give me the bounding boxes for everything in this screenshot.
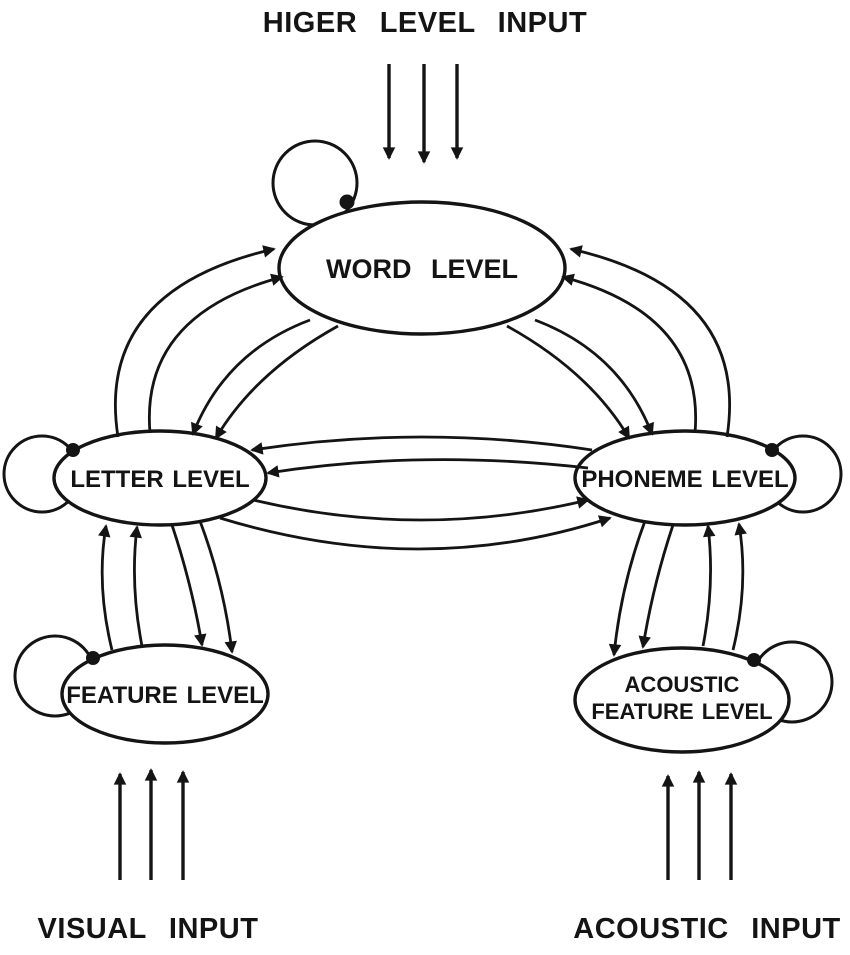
phoneme-loop-dot <box>765 443 779 457</box>
acoustic-feature-level-node <box>573 646 791 754</box>
edge-letter-to-phoneme-2 <box>219 515 612 551</box>
word-loop-dot <box>339 194 355 210</box>
acoustic-feature-loop-dot <box>747 653 761 667</box>
edge-phoneme-to-acoustic-1 <box>638 524 675 649</box>
higher-level-input-label: HIGER LEVEL INPUT <box>263 7 587 39</box>
acoustic-feature-level-label-line2: FEATURE LEVEL <box>591 699 772 724</box>
edge-letter-to-feature-2 <box>198 520 237 654</box>
edge-phoneme-to-letter-1 <box>250 435 593 455</box>
edge-feature-to-letter-2 <box>129 525 144 647</box>
letter-loop-dot <box>66 443 80 457</box>
letter-level-node <box>52 429 268 527</box>
word-level-node <box>277 200 567 336</box>
edge-feature-to-letter-1 <box>98 524 114 651</box>
edge-word-to-letter-1 <box>191 318 311 436</box>
feature-level-node <box>60 643 270 745</box>
edge-word-to-phoneme-2 <box>506 324 631 440</box>
edge-letter-to-phoneme-1 <box>252 496 590 522</box>
edge-letter-to-word-1 <box>113 245 276 438</box>
phoneme-level-node <box>573 429 797 527</box>
edge-acoustic-to-phoneme-1 <box>731 522 747 651</box>
letter-level-label: LETTER LEVEL <box>70 466 249 493</box>
phoneme-level-label: PHONEME LEVEL <box>581 466 788 493</box>
acoustic-feature-level-label-line1: ACOUSTIC <box>625 672 740 697</box>
edge-letter-to-feature-1 <box>170 524 207 647</box>
word-level-label: WORD LEVEL <box>326 254 518 284</box>
edge-phoneme-to-word-1 <box>569 245 732 438</box>
visual-input-label: VISUAL INPUT <box>38 913 259 945</box>
edge-phoneme-to-word-2 <box>561 273 698 434</box>
edge-acoustic-to-phoneme-2 <box>701 524 716 647</box>
edge-word-to-letter-2 <box>214 324 339 440</box>
edge-phoneme-to-letter-2 <box>266 458 589 478</box>
acoustic-input-label: ACOUSTIC INPUT <box>573 913 841 945</box>
edge-phoneme-to-acoustic-2 <box>608 520 647 657</box>
edge-word-to-phoneme-1 <box>534 318 654 436</box>
edge-letter-to-word-2 <box>147 273 284 434</box>
feature-loop-dot <box>86 651 100 665</box>
feature-level-label: FEATURE LEVEL <box>66 682 264 709</box>
